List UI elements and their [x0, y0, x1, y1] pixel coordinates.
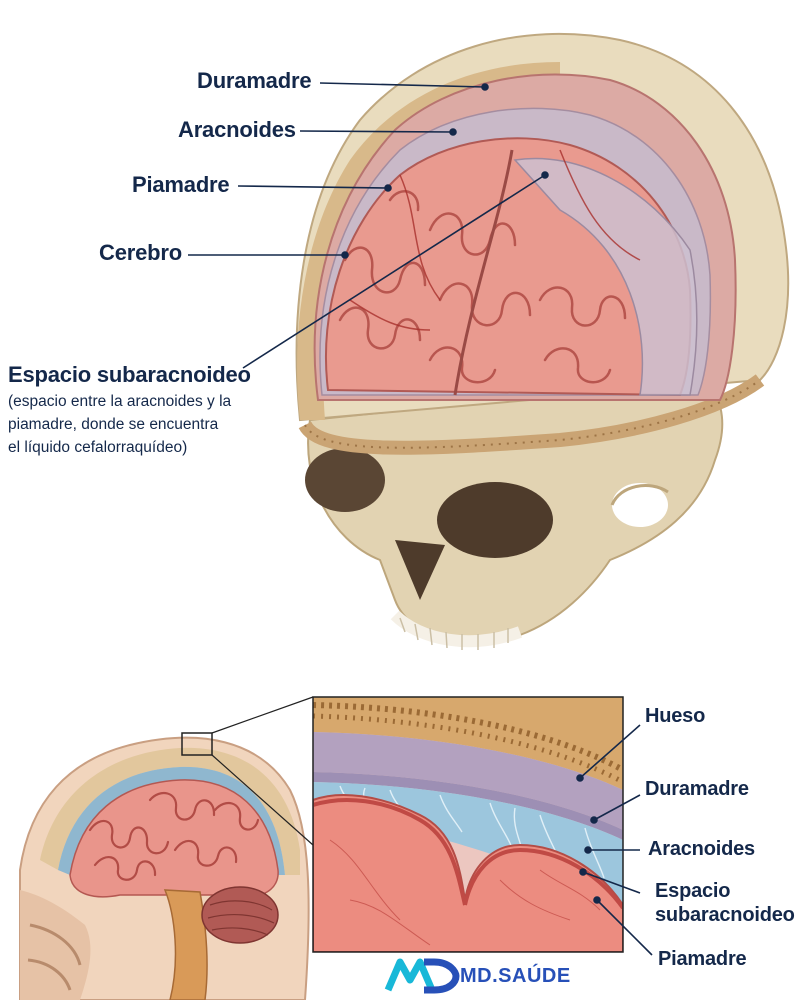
detail-leader-lines: [576, 724, 653, 956]
skull-illustration: [295, 32, 790, 650]
zoom-line-top: [211, 696, 314, 734]
brand-logo: MD.SAÚDE: [460, 956, 571, 996]
detail-label-piamadre: Piamadre: [658, 948, 747, 970]
label-aracnoides: Aracnoides: [178, 117, 296, 142]
label-piamadre: Piamadre: [132, 172, 230, 197]
sagittal-head-illustration: [19, 732, 310, 1000]
label-espacio-subaracnoideo: Espacio subaracnoideo: [8, 362, 251, 387]
md-saude-logo-mark: [384, 958, 460, 994]
detail-label-duramadre: Duramadre: [645, 778, 749, 800]
detail-label-subaracnoideo: subaracnoideo: [655, 904, 795, 926]
top-leader-lines: [188, 82, 549, 369]
meninges-detail-inset: [312, 696, 624, 953]
espacio-description: (espacio entre la aracnoides y la piamad…: [8, 393, 232, 456]
detail-label-aracnoides: Aracnoides: [648, 838, 755, 860]
detail-label-espacio: Espacio: [655, 880, 731, 902]
label-cerebro: Cerebro: [99, 240, 182, 265]
label-duramadre: Duramadre: [197, 68, 312, 93]
detail-label-hueso: Hueso: [645, 705, 706, 727]
zoom-line-bottom: [211, 754, 314, 846]
brand-logo-text: MD.SAÚDE: [460, 964, 571, 987]
